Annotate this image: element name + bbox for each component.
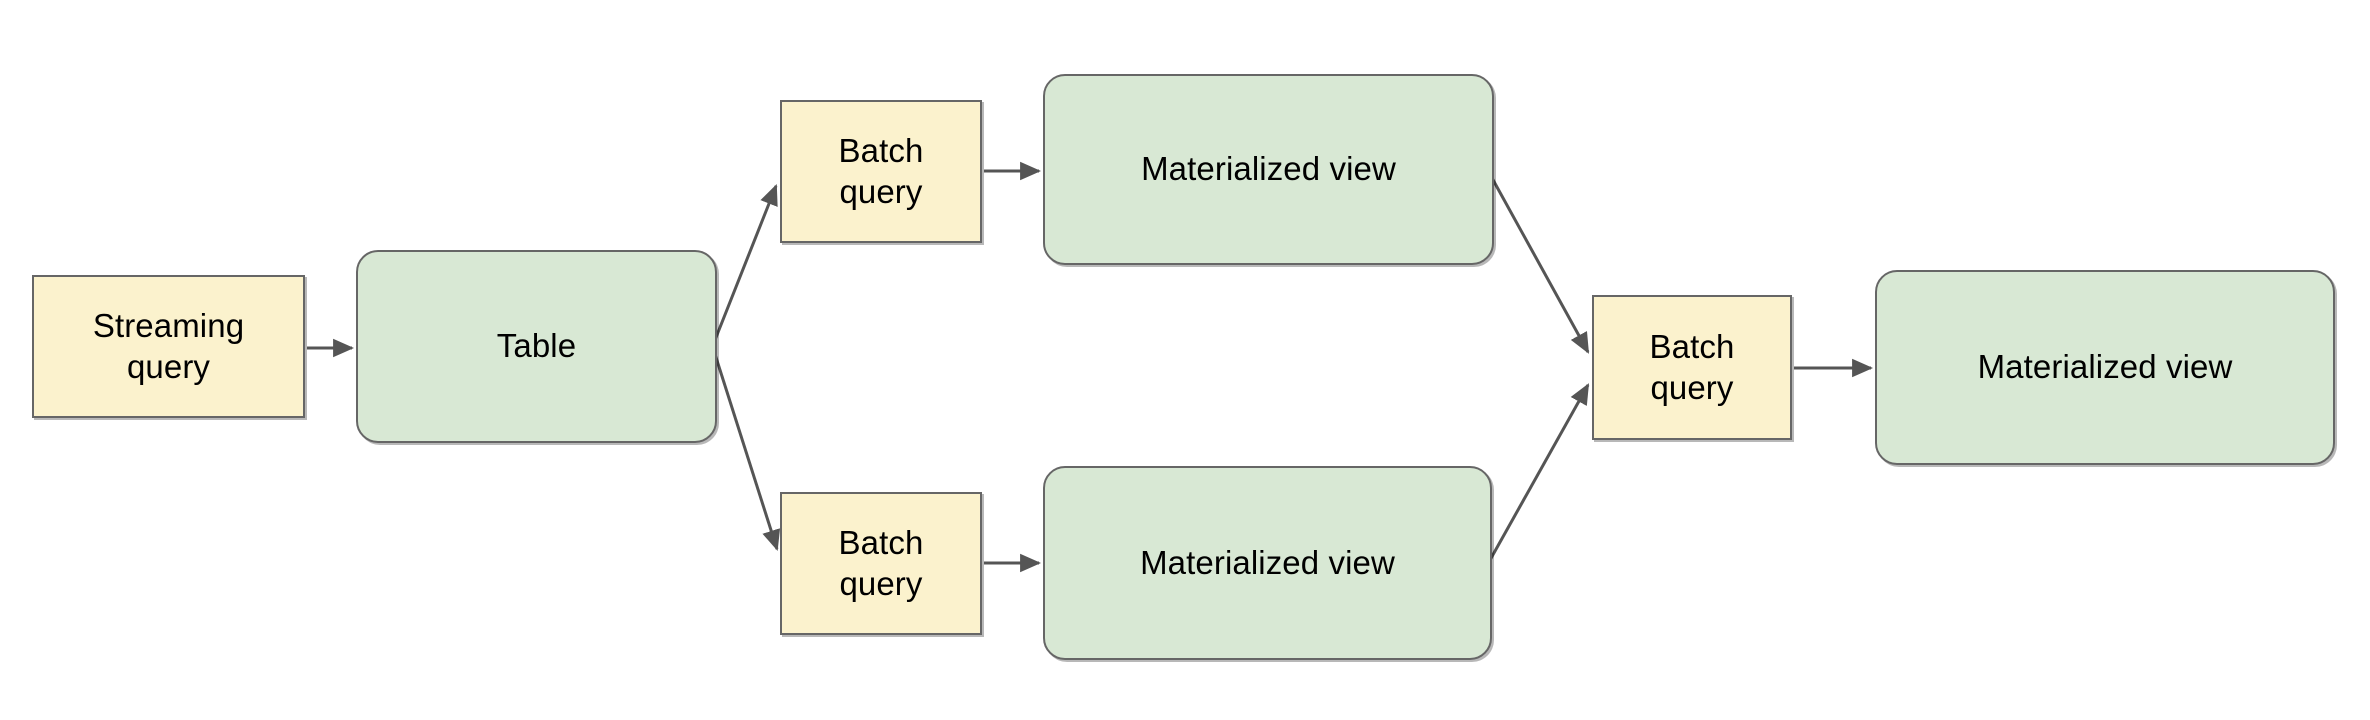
node-label: Materialized view bbox=[1977, 348, 2233, 386]
edge-table-to-batch-top bbox=[711, 184, 778, 346]
node-label: Materialized view bbox=[1140, 543, 1395, 581]
node-table[interactable]: Table bbox=[356, 250, 717, 443]
node-batch-query-bottom[interactable]: Batch query bbox=[780, 492, 982, 635]
edge-table-to-batch-bottom bbox=[711, 347, 781, 552]
node-label: Batch query bbox=[838, 132, 924, 210]
node-batch-query-right[interactable]: Batch query bbox=[1592, 295, 1792, 440]
node-label: Streaming query bbox=[92, 307, 245, 385]
node-label: Materialized view bbox=[1141, 150, 1396, 188]
node-label: Table bbox=[496, 327, 577, 365]
node-streaming-query[interactable]: Streaming query bbox=[32, 275, 305, 418]
node-materialized-view-bottom[interactable]: Materialized view bbox=[1043, 466, 1492, 660]
node-label: Batch query bbox=[838, 524, 924, 602]
node-materialized-view-top[interactable]: Materialized view bbox=[1043, 74, 1494, 265]
edge-mv-top-to-batch-right bbox=[1490, 177, 1590, 354]
node-batch-query-top[interactable]: Batch query bbox=[780, 100, 982, 243]
node-materialized-view-right[interactable]: Materialized view bbox=[1875, 270, 2335, 465]
node-label: Batch query bbox=[1649, 328, 1735, 406]
edge-mv-bottom-to-batch-right bbox=[1488, 383, 1590, 561]
